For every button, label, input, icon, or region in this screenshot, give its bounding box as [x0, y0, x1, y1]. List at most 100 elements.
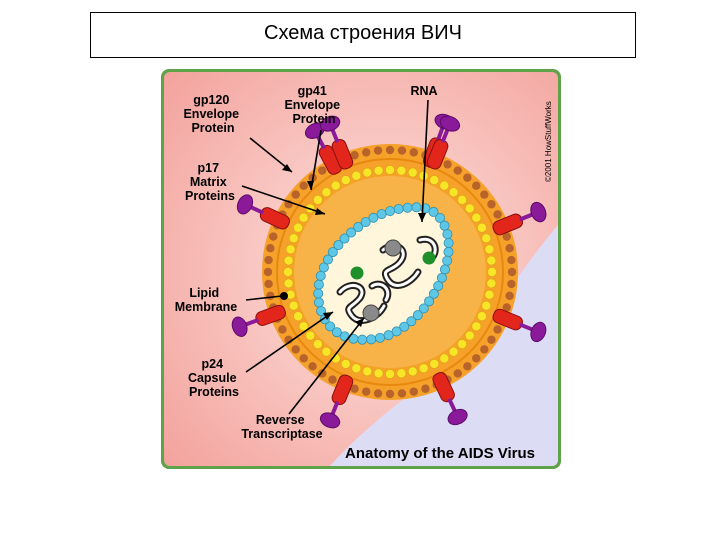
capsid-dot	[368, 212, 379, 223]
pointer-arrowheads	[280, 164, 426, 327]
matrix-dot	[486, 278, 497, 289]
matrix-dot	[330, 180, 341, 191]
gp120-head	[236, 194, 254, 215]
label-lipid-membrane: Lipid Membrane	[175, 286, 238, 314]
lipid-dot	[373, 146, 383, 155]
protein-dot-2	[350, 266, 364, 280]
lipid-dot	[505, 291, 514, 301]
matrix-dot	[429, 358, 440, 369]
matrix-dot	[351, 363, 362, 374]
protein-dot-1	[422, 251, 436, 265]
lipid-dot	[421, 384, 430, 393]
lipid-dot	[269, 232, 278, 241]
matrix-dot	[476, 311, 487, 322]
capsid-dot	[428, 206, 439, 217]
background-lavender	[330, 225, 558, 466]
lipid-dot	[308, 362, 317, 371]
lipid-dot	[480, 190, 489, 199]
matrix-dot	[373, 368, 384, 379]
lipid-dot	[266, 243, 275, 253]
slide-title-box: Схема строения ВИЧ	[90, 12, 636, 58]
matrix-dot	[418, 363, 429, 374]
capsid-dot	[385, 206, 396, 217]
capsid-dot	[327, 247, 338, 258]
capsid-dot	[357, 334, 368, 345]
capsid-dot	[402, 202, 413, 213]
capsid-dot	[393, 203, 404, 214]
lipid-dot	[443, 160, 452, 169]
matrix-dot	[298, 321, 309, 332]
capsid-dot	[333, 240, 344, 251]
capsid-dot	[313, 288, 324, 299]
matrix-dot	[486, 266, 497, 277]
envelope-spike	[319, 115, 354, 170]
capsid-dot	[418, 303, 429, 314]
matrix-dot	[283, 255, 294, 266]
matrix-dot	[305, 330, 316, 341]
envelope-spike	[432, 372, 468, 426]
matrix-dot	[321, 346, 332, 357]
matrix-dot	[471, 212, 482, 223]
gp120-head	[439, 115, 461, 132]
matrix-dot	[439, 353, 450, 364]
matrix-dot	[407, 167, 418, 178]
lipid-dot	[507, 267, 517, 277]
lipid-dot	[472, 354, 481, 363]
lipid-dot	[299, 354, 308, 363]
lipid-dot	[264, 255, 273, 265]
lipid-dot	[463, 173, 472, 182]
capsid-dot	[313, 279, 324, 290]
matrix-dot	[362, 167, 373, 178]
capsid-dot	[411, 202, 422, 213]
matrix-dot	[481, 233, 492, 244]
matrix-dot	[396, 165, 407, 176]
matrix-dot	[298, 212, 309, 223]
matrix-dot	[340, 358, 351, 369]
lipid-dot	[480, 345, 489, 354]
capsid-dot	[399, 321, 410, 332]
capsid-dot	[322, 254, 333, 265]
diagram-caption: Anatomy of the AIDS Virus	[345, 445, 535, 462]
lipid-dot	[266, 291, 275, 301]
capsid-dot	[424, 296, 435, 307]
matrix-dot	[407, 366, 418, 377]
matrix-dot	[476, 222, 487, 233]
lipid-dot	[397, 389, 407, 398]
lipid-dot	[453, 369, 462, 378]
matrix-dot	[448, 346, 459, 357]
matrix-dot	[464, 203, 475, 214]
envelope-spike	[236, 194, 290, 230]
slide-title: Схема строения ВИЧ	[264, 22, 462, 44]
capsid-dot	[442, 255, 453, 266]
lipid-dot	[487, 200, 496, 209]
lipid-dot	[397, 146, 407, 155]
matrix-dot	[448, 187, 459, 198]
lipid-dot	[507, 279, 516, 289]
lipid-dot	[463, 362, 472, 371]
lipid-dot	[507, 255, 516, 265]
envelope-spike	[319, 374, 354, 429]
envelope-spike	[492, 308, 547, 343]
gp120-head	[231, 316, 248, 337]
matrix-dot	[312, 194, 323, 205]
envelope-spike	[492, 201, 547, 236]
capsid-dot	[439, 220, 450, 231]
reverse-transcriptase-2	[362, 304, 380, 322]
lipid-dot	[409, 387, 419, 396]
matrix-dot	[293, 311, 304, 322]
virus-particle	[231, 113, 547, 429]
matrix-dot	[321, 187, 332, 198]
gp120-head	[530, 321, 547, 343]
lipid-dot	[487, 335, 496, 344]
capsid-dot	[406, 316, 417, 327]
capsid-dot	[366, 334, 377, 345]
gp120-head	[530, 201, 547, 223]
capsid-dot	[374, 332, 385, 343]
capsid-dot	[391, 326, 402, 337]
capsid-dot	[346, 227, 357, 238]
label-reverse-transcriptase: Reverse Transcriptase	[241, 413, 322, 441]
matrix-dot	[384, 368, 395, 379]
lipid-dot	[361, 387, 371, 396]
capsid-dot	[439, 264, 450, 275]
